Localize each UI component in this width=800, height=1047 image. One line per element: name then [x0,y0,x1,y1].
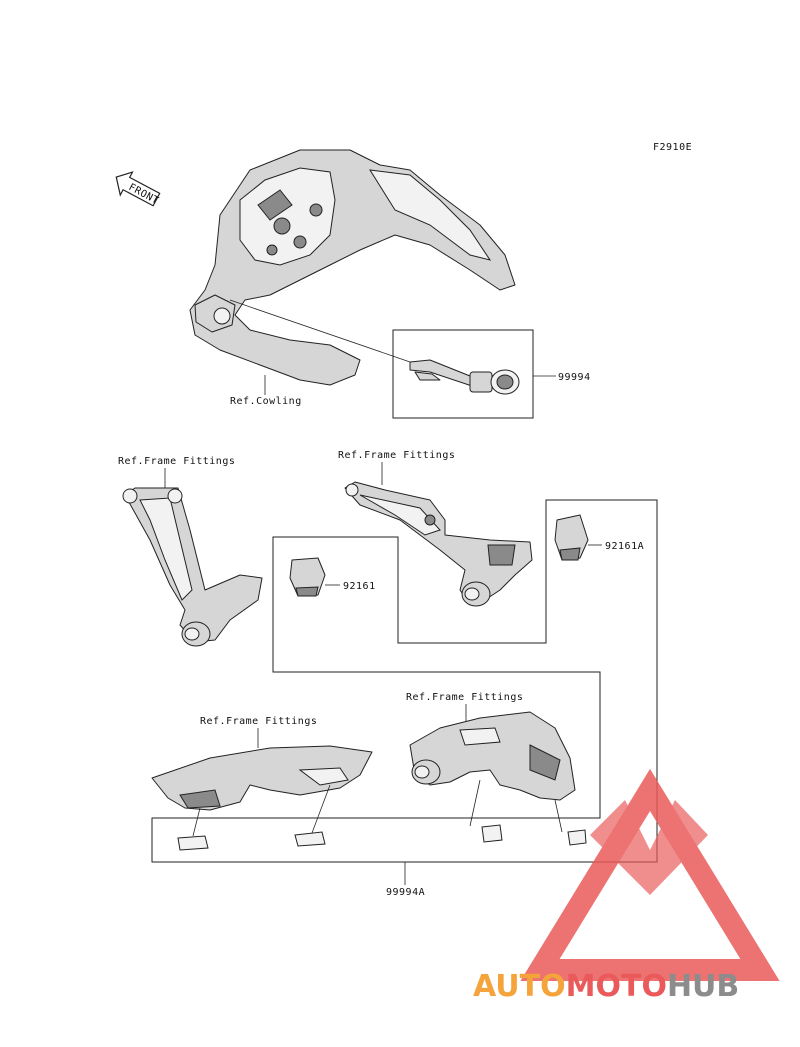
front-arrow-icon: FRONT [115,171,161,207]
watermark-text-auto: AUTO [473,969,566,1004]
watermark-m-icon [590,800,708,895]
part-99994-box [392,329,534,419]
frame-fitting-left [122,487,263,647]
diagram-code: F2910E [653,142,692,153]
part-99994A-label: 99994A [386,887,425,898]
frame-fitting-lower-right [409,711,576,801]
cowling-assembly [189,149,516,386]
watermark-text: AUTOMOTOHUB [473,969,739,1004]
frame-ref-label-3: Ref.Frame Fittings [200,716,317,727]
pad-right-1 [469,779,503,843]
frame-ref-label-2: Ref.Frame Fittings [338,450,455,461]
frame-fitting-right [344,481,533,607]
frame-ref-label-4: Ref.Frame Fittings [406,692,523,703]
watermark-text-moto: MOTO [566,969,667,1004]
part-92161A-block [554,514,589,561]
part-92161-label: 92161 [343,581,376,592]
frame-fitting-lower-left [151,745,373,811]
part-99994-label: 99994 [558,372,591,383]
part-92161-block [289,557,326,597]
part-92161A-label: 92161A [605,541,644,552]
watermark-text-hub: HUB [667,969,739,1004]
cowling-ref-label: Ref.Cowling [230,396,302,407]
pad-left-1 [177,807,209,851]
pad-right-2 [554,799,587,846]
socket-part-99994 [409,359,520,395]
pad-left-2 [294,784,331,847]
watermark-triangle-icon [520,768,780,981]
watermark-logo [520,768,780,981]
frame-ref-label-1: Ref.Frame Fittings [118,456,235,467]
